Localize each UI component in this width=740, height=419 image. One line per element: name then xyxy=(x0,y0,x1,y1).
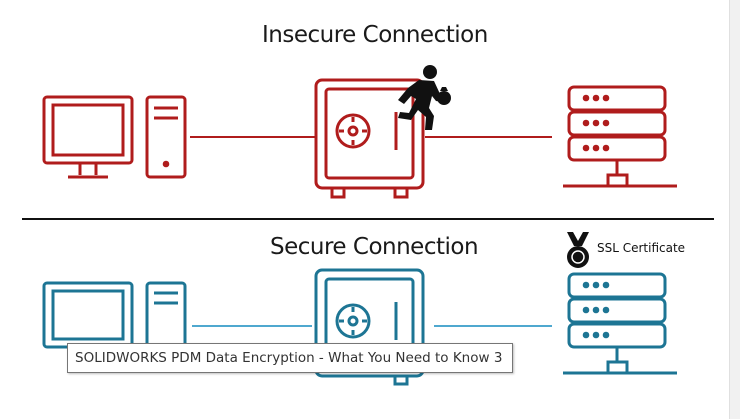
ssl-certificate-label: SSL Certificate xyxy=(597,241,686,255)
secure-server-icon xyxy=(563,272,677,375)
insecure-computer-icon xyxy=(42,95,187,179)
window-edge xyxy=(729,0,740,419)
insecure-server-icon xyxy=(563,85,677,188)
secure-connection-heading: Secure Connection xyxy=(270,234,479,260)
award-medal-icon xyxy=(567,232,589,268)
image-title-tooltip: SOLIDWORKS PDM Data Encryption - What Yo… xyxy=(67,343,513,373)
thief-icon xyxy=(398,65,451,130)
section-divider xyxy=(22,218,714,220)
insecure-connection-heading: Insecure Connection xyxy=(262,22,488,48)
insecure-safe-icon xyxy=(314,78,425,199)
